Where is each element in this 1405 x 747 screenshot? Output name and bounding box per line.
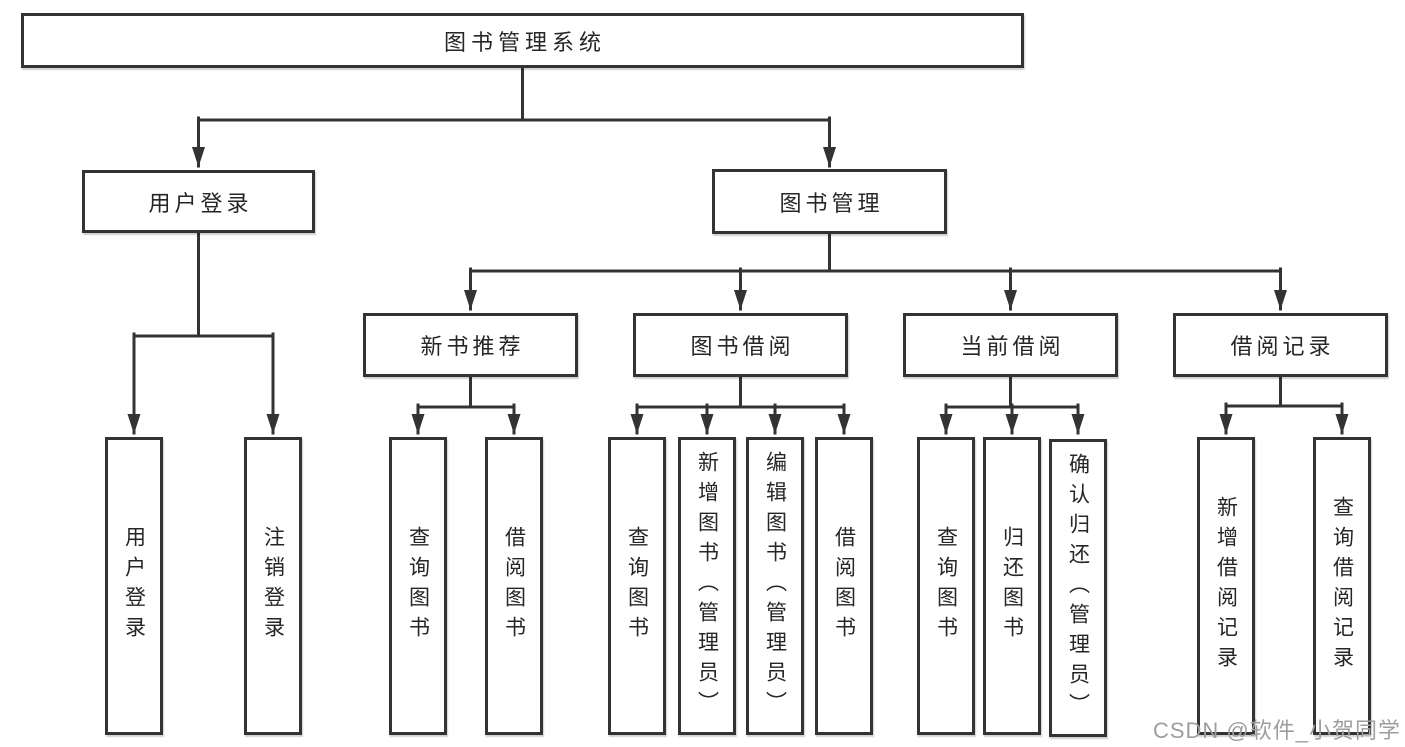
leaf-logout-label: 注销登录 xyxy=(261,526,285,646)
leaf-cb-return-books-label: 归还图书 xyxy=(1000,526,1024,646)
leaf-nb-query-books: 查询图书 xyxy=(389,437,447,735)
node-borrow-records-label: 借阅记录 xyxy=(1230,334,1335,359)
node-new-book-recommend-label: 新书推荐 xyxy=(420,334,525,359)
node-book-borrow-label: 图书借阅 xyxy=(690,334,795,359)
leaf-bb-query-books: 查询图书 xyxy=(608,437,666,735)
node-book-management-label: 图书管理 xyxy=(779,190,884,216)
leaf-bb-borrow-books-label: 借阅图书 xyxy=(832,526,856,646)
leaf-cb-return-books: 归还图书 xyxy=(983,437,1041,735)
node-current-borrow: 当前借阅 xyxy=(903,313,1118,377)
connector-borrow-records-split xyxy=(1224,375,1344,408)
leaf-br-add-record-label: 新增借阅记录 xyxy=(1214,496,1238,676)
leaf-bb-query-books-label: 查询图书 xyxy=(625,526,649,646)
leaf-bb-add-books-admin: 新增图书（管理员） xyxy=(678,437,736,735)
node-user-login-label: 用户登录 xyxy=(148,190,253,216)
node-current-borrow-label: 当前借阅 xyxy=(960,334,1065,359)
leaf-nb-borrow-books: 借阅图书 xyxy=(485,437,543,735)
connector-book-management-split xyxy=(469,232,1282,273)
leaf-br-query-record: 查询借阅记录 xyxy=(1313,437,1371,735)
leaf-nb-borrow-books-label: 借阅图书 xyxy=(502,526,526,646)
node-root-label: 图书管理系统 xyxy=(443,29,606,55)
leaf-cb-query-books: 查询图书 xyxy=(917,437,975,735)
connector-new-book-split xyxy=(416,375,516,409)
leaf-user-login-label: 用户登录 xyxy=(122,526,146,646)
node-new-book-recommend: 新书推荐 xyxy=(363,313,578,377)
leaf-cb-confirm-return-admin: 确认归还（管理员） xyxy=(1049,439,1107,737)
leaf-logout: 注销登录 xyxy=(244,437,302,735)
leaf-bb-edit-books-admin-label: 编辑图书（管理员） xyxy=(763,451,787,721)
csdn-watermark: CSDN @软件_小贺同学 xyxy=(1152,718,1401,743)
connector-root-split xyxy=(197,64,831,122)
connector-current-borrow-split xyxy=(944,375,1080,409)
leaf-br-query-record-label: 查询借阅记录 xyxy=(1330,496,1354,676)
node-book-borrow: 图书借阅 xyxy=(633,313,848,377)
node-root: 图书管理系统 xyxy=(21,13,1024,68)
leaf-bb-edit-books-admin: 编辑图书（管理员） xyxy=(746,437,804,735)
leaf-bb-add-books-admin-label: 新增图书（管理员） xyxy=(695,451,719,721)
connector-book-borrow-split xyxy=(635,375,846,409)
connector-user-login-split xyxy=(132,231,275,338)
leaf-bb-borrow-books: 借阅图书 xyxy=(815,437,873,735)
node-user-login: 用户登录 xyxy=(82,170,315,233)
leaf-nb-query-books-label: 查询图书 xyxy=(406,526,430,646)
leaf-cb-confirm-return-admin-label: 确认归还（管理员） xyxy=(1066,453,1090,723)
leaf-br-add-record: 新增借阅记录 xyxy=(1197,437,1255,735)
node-book-management: 图书管理 xyxy=(712,169,947,234)
node-borrow-records: 借阅记录 xyxy=(1173,313,1388,377)
leaf-user-login: 用户登录 xyxy=(105,437,163,735)
leaf-cb-query-books-label: 查询图书 xyxy=(934,526,958,646)
